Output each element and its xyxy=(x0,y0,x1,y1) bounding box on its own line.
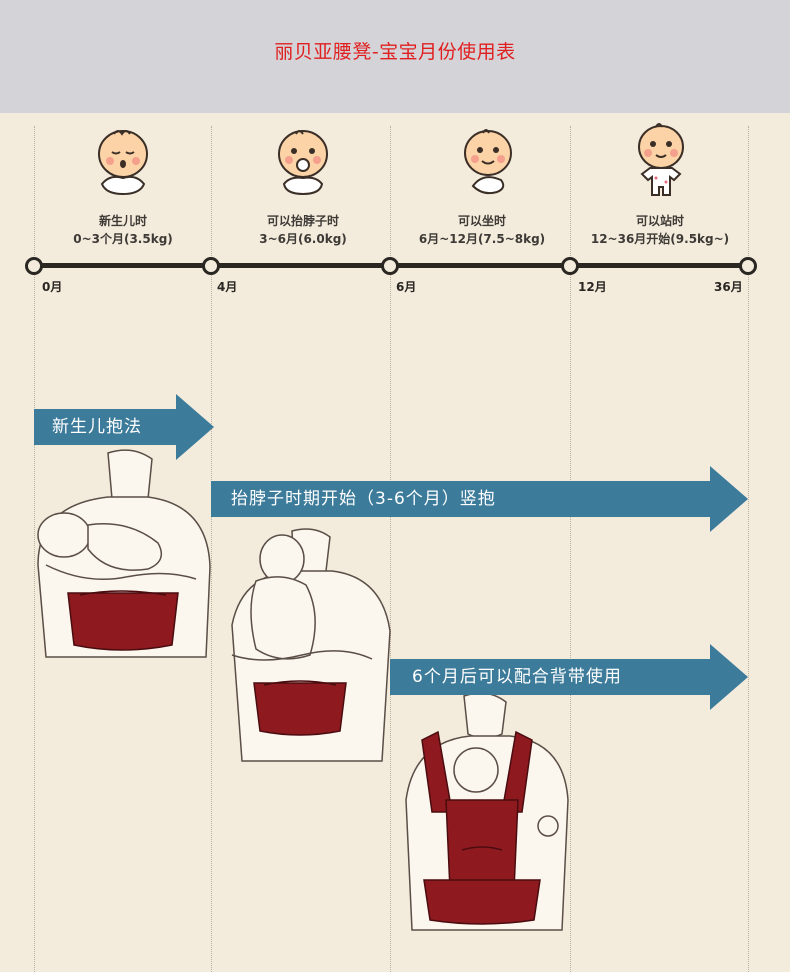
arrow-head xyxy=(710,466,748,532)
timeline-dot xyxy=(202,257,220,275)
newborn-baby-icon xyxy=(98,130,148,196)
guide-line xyxy=(211,126,212,972)
arrow-label: 6个月后可以配合背带使用 xyxy=(412,667,622,687)
stage-name: 新生儿时 xyxy=(98,214,147,228)
guide-line xyxy=(748,126,749,972)
guide-line xyxy=(570,126,571,972)
arrow-upright-hold: 抬脖子时期开始（3-6个月）竖抱 xyxy=(211,466,748,532)
tick-label: 36月 xyxy=(714,280,743,294)
stage-name: 可以抬脖子时 xyxy=(266,214,339,228)
timeline-dot xyxy=(25,257,43,275)
stage-detail: 3~6月(6.0kg) xyxy=(259,232,347,246)
timeline-dot xyxy=(561,257,579,275)
arrow-head xyxy=(176,394,214,460)
arrow-newborn-hold: 新生儿抱法 xyxy=(34,394,214,460)
upright-hold-illustration xyxy=(231,528,391,762)
guide-line xyxy=(34,126,35,972)
arrow-body xyxy=(34,409,176,445)
stage-detail: 6月~12月(7.5~8kg) xyxy=(418,232,546,246)
timeline-dot xyxy=(381,257,399,275)
carrier-hold-illustration xyxy=(405,692,569,931)
arrow-body xyxy=(211,481,710,517)
guide-line xyxy=(390,126,391,972)
tick-label: 6月 xyxy=(396,280,417,294)
baby-pacifier-icon xyxy=(278,130,328,196)
arrow-label: 新生儿抱法 xyxy=(52,417,142,437)
stage-label-standing: 可以站时 12~36月开始(9.5kg~) xyxy=(570,212,750,248)
tick-label: 4月 xyxy=(217,280,238,294)
tick-label: 0月 xyxy=(42,280,63,294)
header-banner: 丽贝亚腰凳-宝宝月份使用表 xyxy=(0,0,790,113)
standing-baby-icon xyxy=(638,123,684,196)
timeline-dot xyxy=(739,257,757,275)
stage-detail: 0~3个月(3.5kg) xyxy=(73,232,173,246)
stage-label-neck: 可以抬脖子时 3~6月(6.0kg) xyxy=(213,212,393,248)
page-title: 丽贝亚腰凳-宝宝月份使用表 xyxy=(274,41,516,63)
arrow-carrier-use: 6个月后可以配合背带使用 xyxy=(390,644,748,710)
stage-name: 可以坐时 xyxy=(457,214,506,228)
newborn-hold-illustration xyxy=(37,449,211,658)
stage-label-sitting: 可以坐时 6月~12月(7.5~8kg) xyxy=(392,212,572,248)
stage-detail: 12~36月开始(9.5kg~) xyxy=(590,232,730,246)
arrow-label: 抬脖子时期开始（3-6个月）竖抱 xyxy=(231,489,496,509)
stage-label-newborn: 新生儿时 0~3个月(3.5kg) xyxy=(33,212,213,248)
stage-name: 可以站时 xyxy=(635,214,684,228)
tick-label: 12月 xyxy=(578,280,607,294)
arrow-head xyxy=(710,644,748,710)
sitting-baby-icon xyxy=(464,129,512,195)
arrow-body xyxy=(390,659,710,695)
